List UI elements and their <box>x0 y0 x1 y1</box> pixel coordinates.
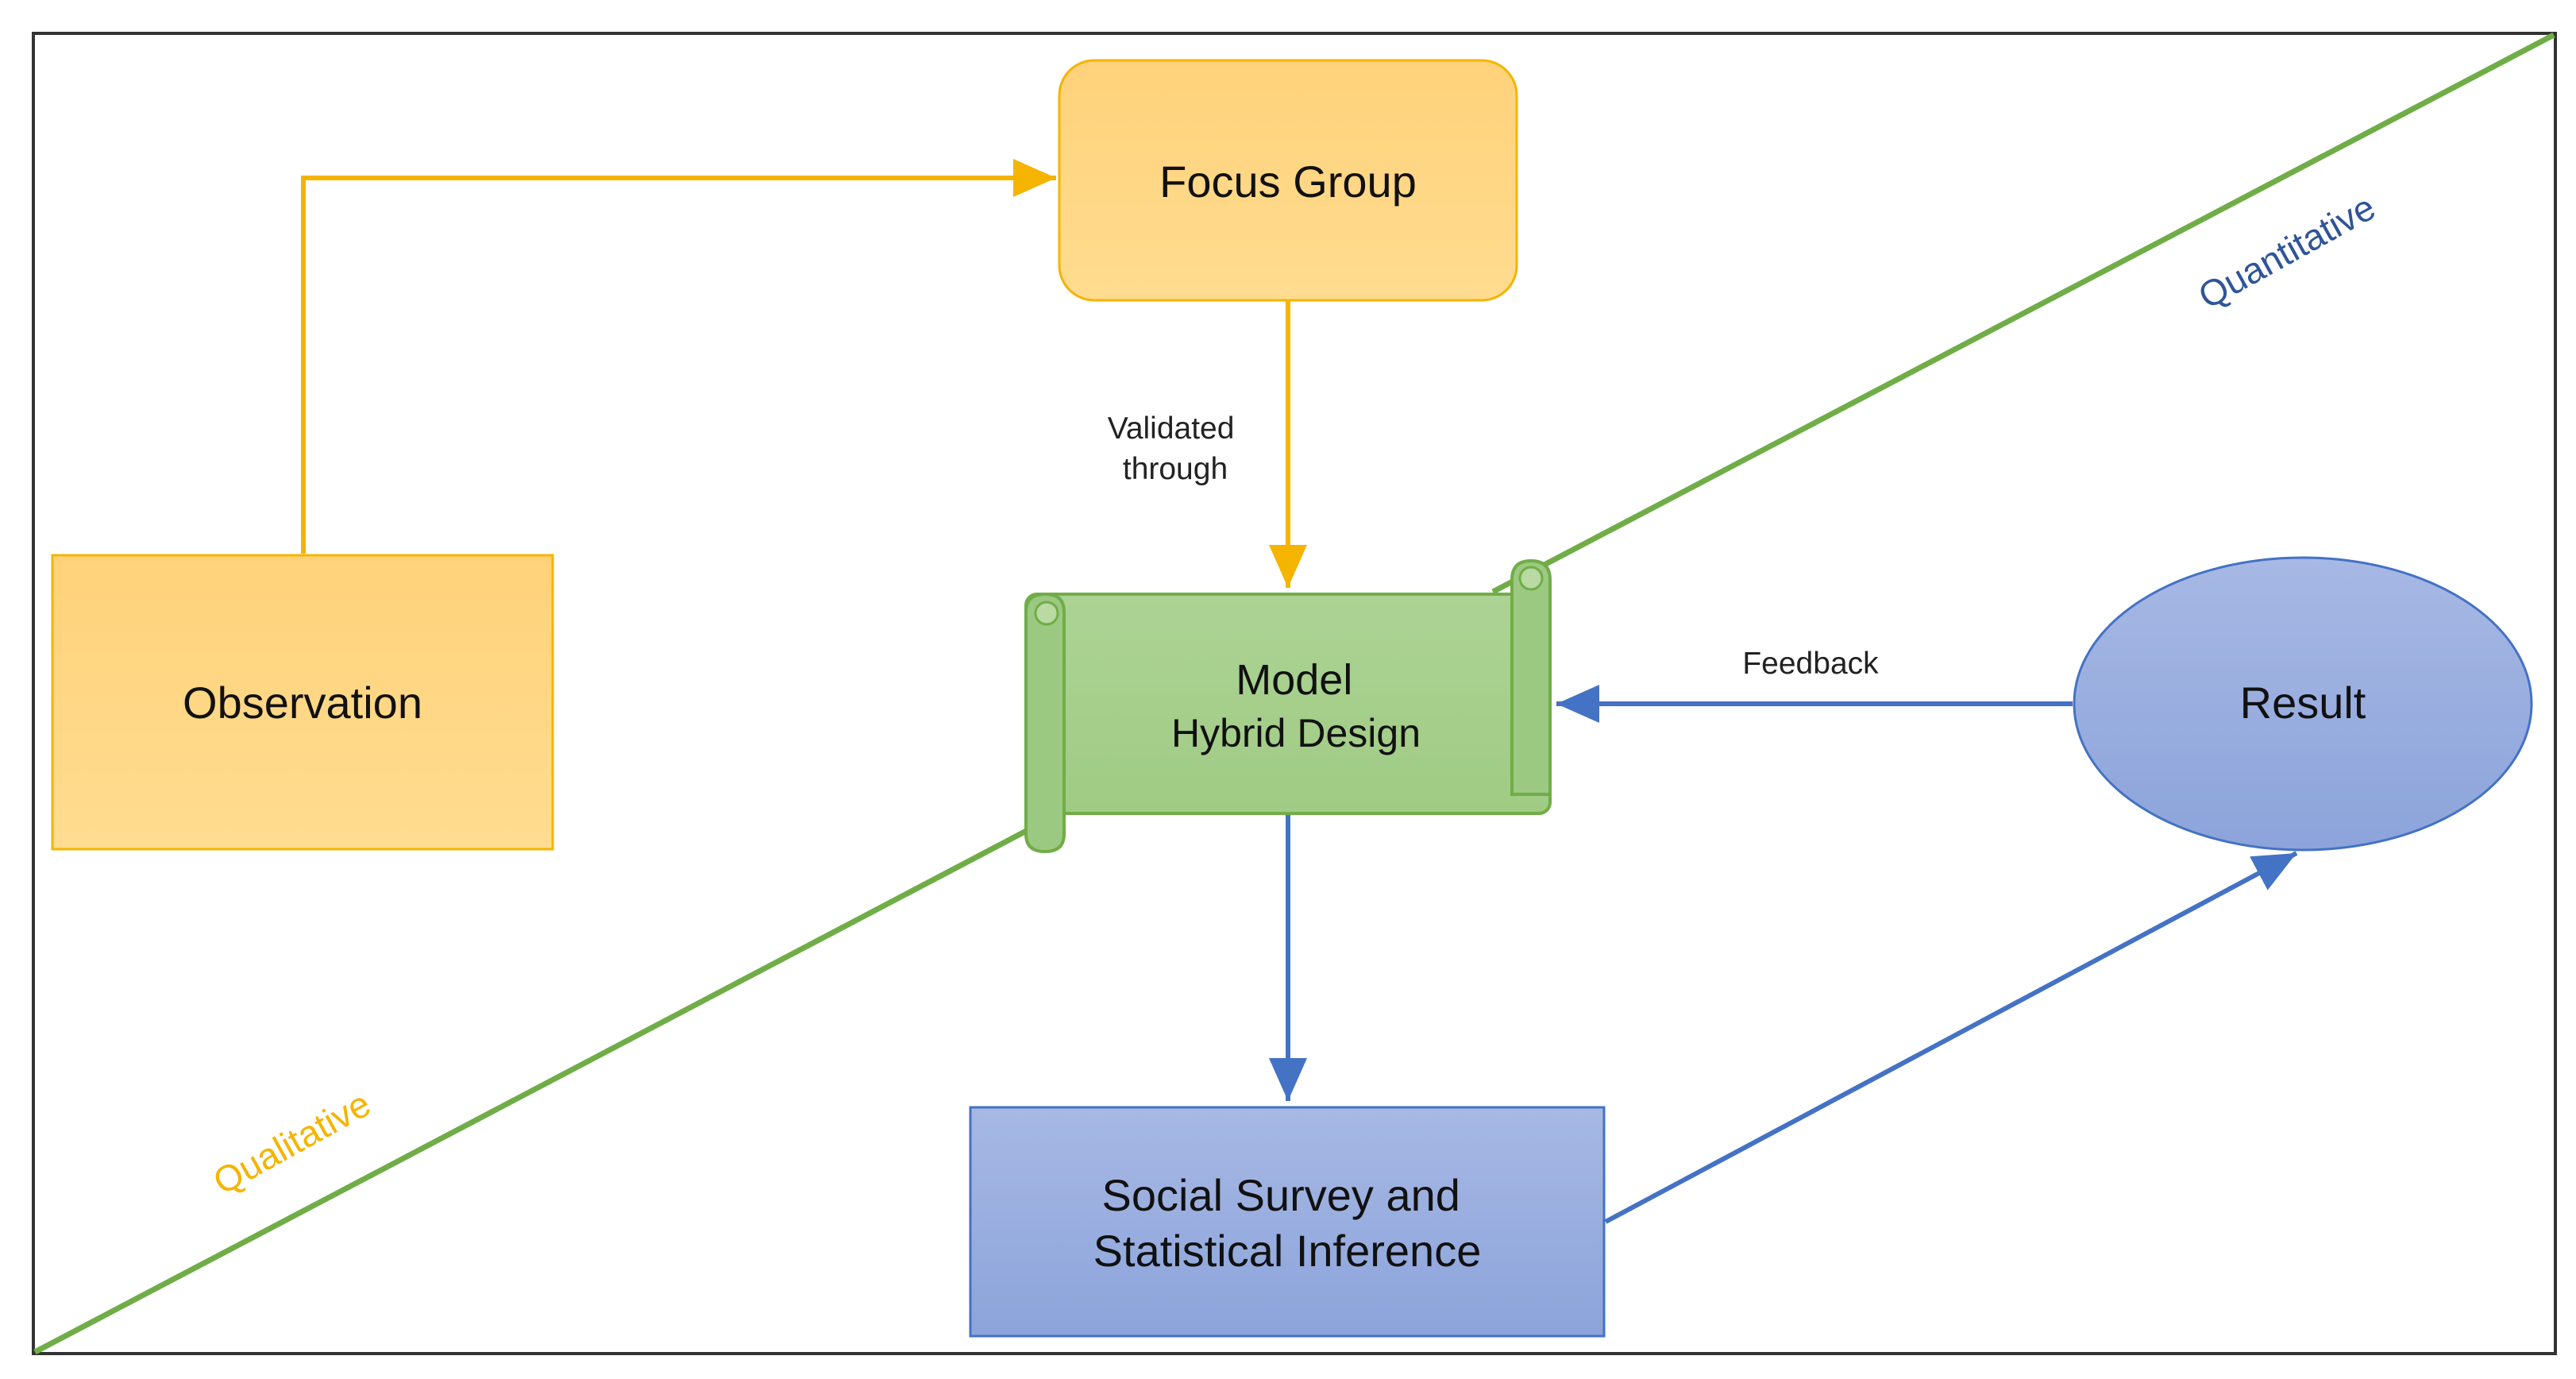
node-model-title: Model <box>1236 656 1352 704</box>
node-focus-group-label: Focus Group <box>1159 156 1417 207</box>
node-result-label: Result <box>2240 678 2366 728</box>
node-model-subtitle: Hybrid Design <box>1171 711 1421 755</box>
node-model: Model Hybrid Design <box>1024 558 1552 854</box>
node-observation: Observation <box>51 554 554 851</box>
edge-label-feedback: Feedback <box>1742 647 1879 681</box>
edge-label-validated: Validated through <box>1108 411 1244 486</box>
divider-line-upper <box>1491 32 2555 595</box>
node-survey-label: Social Survey and Statistical Inference <box>1093 1170 1482 1276</box>
node-observation-label: Observation <box>183 678 422 728</box>
edge-survey-to-result <box>1604 851 2298 1224</box>
node-focus-group: Focus Group <box>1058 59 1518 302</box>
node-result: Result <box>2073 556 2533 852</box>
node-model-label: Model Hybrid Design <box>1171 656 1421 755</box>
node-survey: Social Survey and Statistical Inference <box>969 1106 1606 1338</box>
divider-line-lower <box>33 825 1034 1355</box>
edge-observation-to-focus-group <box>301 159 1056 554</box>
